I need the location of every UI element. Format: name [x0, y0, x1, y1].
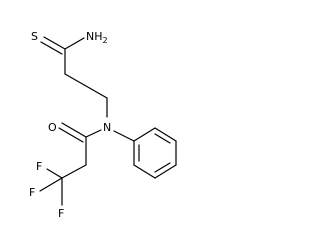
carbonyl-oxygen-label: O [48, 121, 57, 134]
structure-canvas: S NH2 N O F F F [29, 30, 177, 220]
chain-bond-2 [64, 73, 108, 99]
c-o-double-bond-b [58, 127, 84, 143]
c-s-double-bond-a [43, 36, 66, 50]
c-nh2-bond [64, 37, 85, 50]
phenyl-ring [133, 127, 177, 179]
molecule-diagram: S NH2 N O F F F [29, 30, 177, 220]
n-carbonyl-bond [85, 129, 102, 138]
amine-label: NH2 [86, 30, 108, 45]
n-phenyl-bond [113, 130, 135, 142]
amide-nitrogen-label: N [103, 121, 111, 134]
c-f-bond-2 [39, 177, 63, 192]
ch2-cf3-bond [61, 164, 87, 179]
thione-sulfur-label: S [31, 30, 38, 43]
c-o-double-bond-a [61, 122, 87, 138]
fluorine-label-3: F [58, 207, 64, 220]
c-f-bond-3 [46, 168, 63, 179]
fluorine-label-1: F [36, 160, 42, 173]
c-s-double-bond-b [40, 41, 63, 55]
fluorine-label-2: F [29, 186, 35, 199]
